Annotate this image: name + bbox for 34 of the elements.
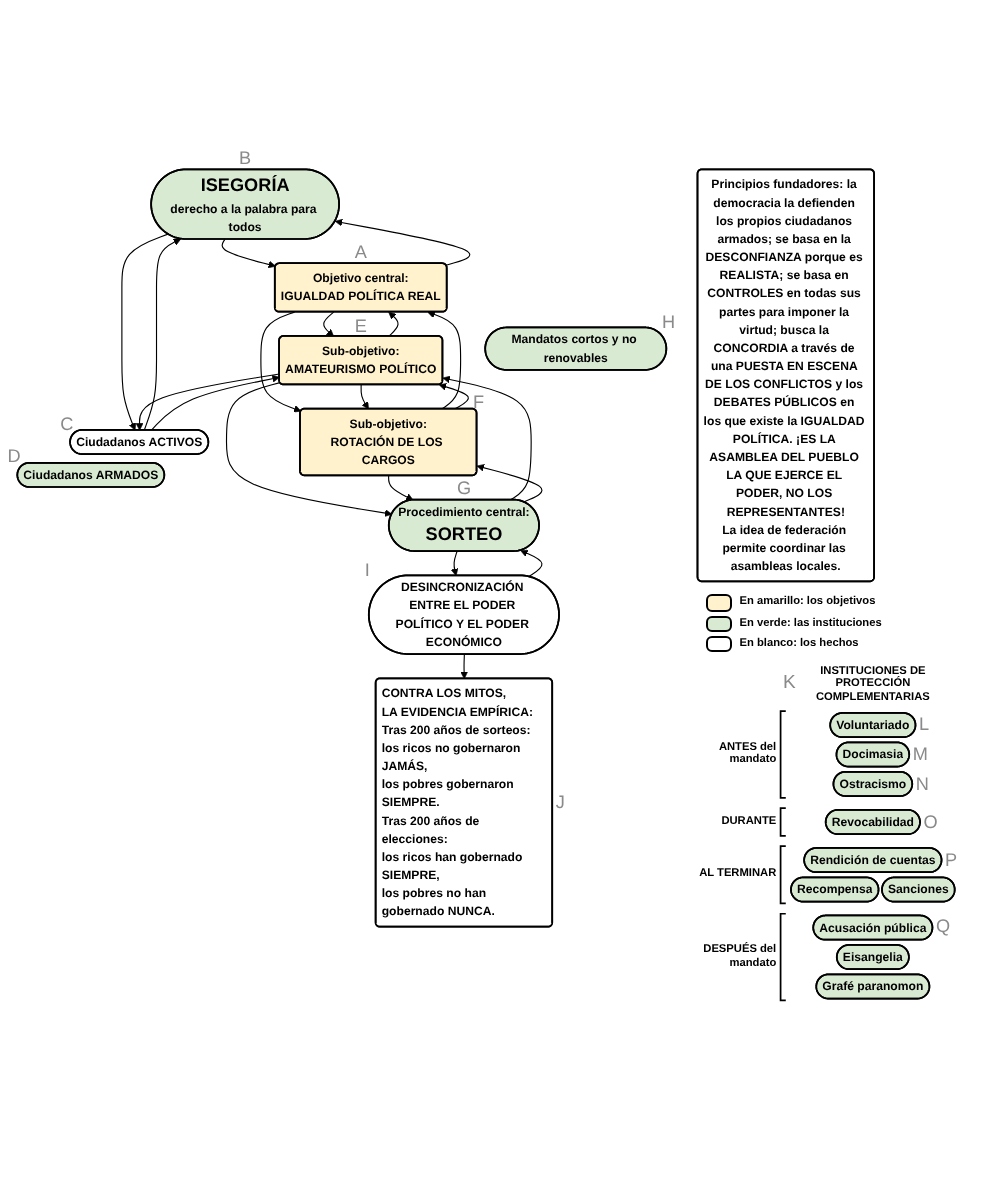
callout-letter: L — [918, 716, 930, 735]
callout-letter: N — [915, 775, 929, 794]
arrow — [520, 549, 543, 578]
arrow — [460, 654, 468, 680]
callout-letter: O — [923, 813, 938, 832]
arrow — [323, 311, 335, 337]
arrow — [388, 311, 399, 338]
callout-letter: M — [912, 745, 928, 764]
arrow — [121, 233, 169, 431]
callout-letter: K — [782, 674, 796, 694]
arrow — [260, 311, 302, 413]
callout-letter: G — [456, 480, 472, 499]
arrow — [360, 384, 369, 410]
callout-letter: Q — [935, 918, 950, 937]
callout-letter: F — [472, 394, 485, 413]
arrow — [450, 551, 459, 577]
arrow — [438, 383, 469, 410]
callout-letter: I — [364, 561, 370, 580]
callout-letter: J — [555, 793, 565, 812]
arrow — [442, 375, 532, 501]
arrow — [427, 310, 462, 410]
callout-letter: A — [354, 244, 367, 263]
arrow — [334, 218, 471, 266]
callout-letter: P — [944, 851, 958, 870]
arrow — [388, 475, 414, 501]
arrow — [221, 238, 276, 269]
callout-letter: C — [60, 415, 74, 434]
arrow — [476, 464, 543, 503]
callout-letter: D — [7, 448, 21, 467]
callout-letter: B — [239, 150, 252, 169]
arrow — [225, 382, 393, 517]
callout-letter: H — [662, 313, 676, 332]
callout-letter: E — [354, 317, 367, 336]
arrow — [143, 238, 182, 431]
